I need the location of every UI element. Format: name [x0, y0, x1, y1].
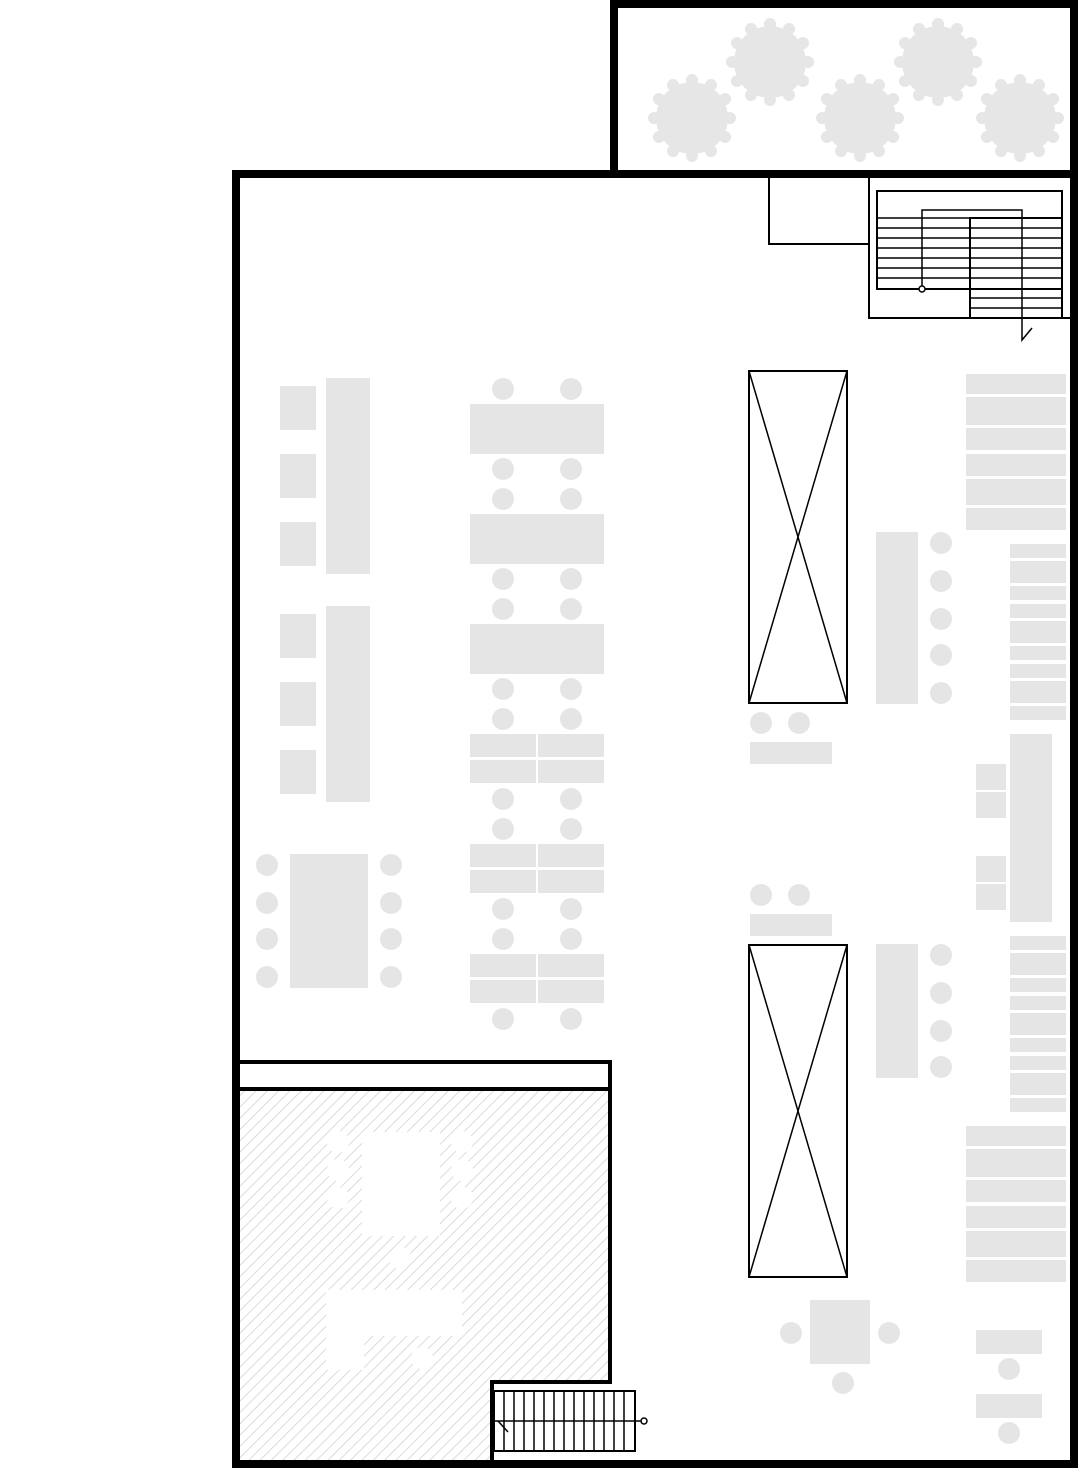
meeting-table [256, 854, 402, 988]
table-icon [810, 1300, 870, 1364]
chair-icon [780, 1322, 1020, 1444]
table-icon [362, 1132, 440, 1236]
stair-icon [493, 1390, 648, 1452]
tree-icon [976, 74, 1064, 162]
tree-icon [648, 74, 736, 162]
chair-icon [930, 532, 952, 1078]
tree-icon [816, 74, 904, 162]
table-icon [976, 1394, 1042, 1418]
table-icon [470, 404, 604, 1003]
table-icon [290, 854, 368, 988]
tree-icon [894, 18, 982, 106]
stair-icon [768, 178, 1072, 343]
void-cross-icon [748, 944, 848, 1278]
shelving-right [966, 374, 1066, 1282]
table-icon [750, 742, 832, 764]
building-walls [232, 170, 1078, 1468]
chair-icon [492, 378, 582, 1030]
table-icon [876, 944, 918, 1078]
chair-icon [256, 854, 402, 988]
table-icon [976, 1330, 1042, 1354]
center-tables [470, 378, 604, 1030]
bottom-right-tables [780, 1300, 1042, 1444]
benches [750, 712, 832, 936]
table-icon [326, 1290, 462, 1370]
hatched-room [236, 1088, 610, 1464]
void-cross-icon [748, 370, 848, 704]
table-icon [750, 914, 832, 936]
chair-icon [327, 1131, 473, 1369]
chair-icon [750, 712, 810, 906]
table-icon [876, 532, 918, 704]
counters [876, 532, 952, 1078]
terrace [610, 0, 1078, 178]
shelving-left [280, 378, 370, 802]
tree-icon [726, 18, 814, 106]
